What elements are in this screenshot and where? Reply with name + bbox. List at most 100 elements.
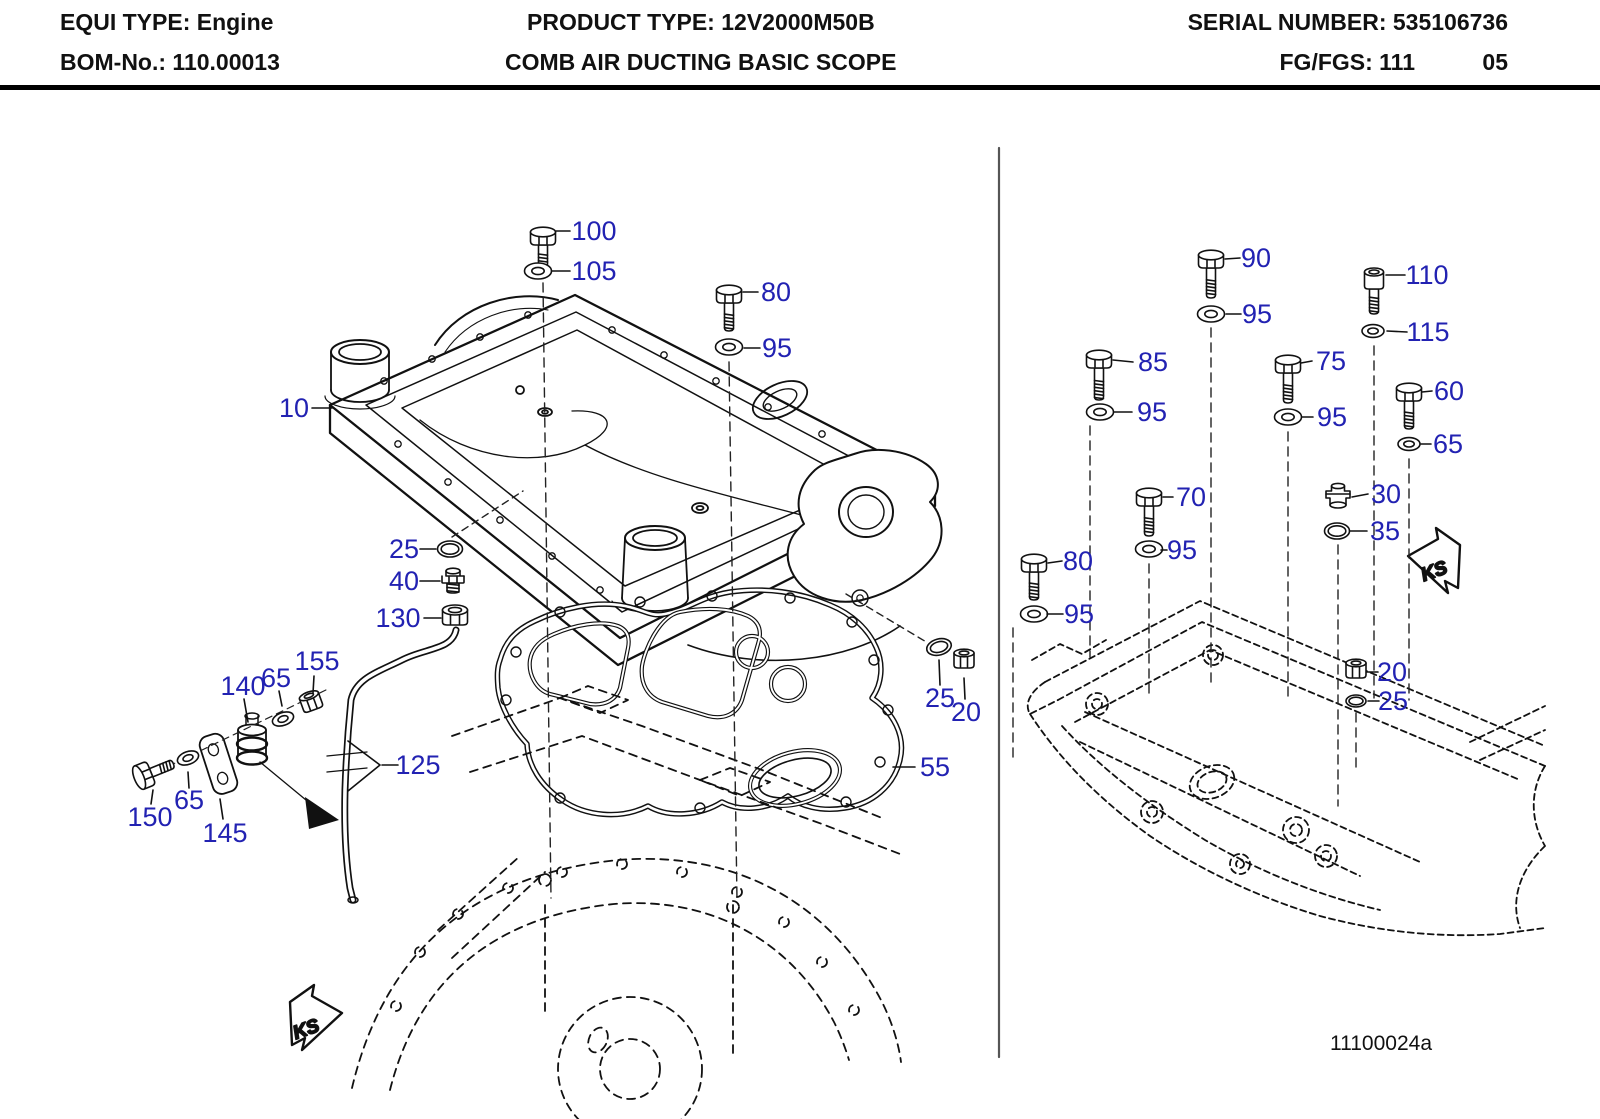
center-lines (135, 282, 1410, 901)
callout-leader-line (278, 690, 283, 707)
callout-label-60: 60 (1434, 376, 1464, 406)
callout-leader-line (1351, 493, 1369, 498)
pipe-break-marks (326, 751, 368, 773)
sheet-number: 05 (1482, 49, 1508, 75)
callout-label-95: 95 (762, 333, 792, 363)
callout-label-80: 80 (1063, 546, 1093, 576)
hexbolt-icon (529, 226, 557, 268)
callout-label-65: 65 (261, 663, 291, 693)
gasket-bolt-holes (500, 590, 894, 814)
washersm-icon (271, 711, 295, 727)
callout-label-95: 95 (1242, 299, 1272, 329)
washer-icon (1273, 408, 1303, 426)
serial-number-label: SERIAL NUMBER: 535106736 (1187, 9, 1508, 35)
gasket (494, 587, 905, 818)
header-divider-rule (0, 85, 1600, 90)
callout-labels: 1001058095102540130155651401256515014555… (127, 216, 1464, 848)
hexbolt-icon (1395, 382, 1423, 430)
hexbolt-icon (1135, 487, 1163, 537)
callout-label-10: 10 (279, 393, 309, 423)
hexbolt-icon (715, 284, 743, 332)
callout-label-20: 20 (1377, 657, 1407, 687)
callout-label-25: 25 (389, 534, 419, 564)
callout-label-25: 25 (1378, 686, 1408, 716)
callout-leader-line (1300, 360, 1313, 364)
callout-leader-line (1047, 560, 1063, 564)
callout-label-85: 85 (1138, 347, 1168, 377)
callout-label-25: 25 (925, 683, 955, 713)
hexbolt-icon (1085, 349, 1113, 401)
drawing-number: 11100024a (1330, 1032, 1432, 1055)
valve-cover-dashed (1026, 600, 1546, 937)
oringsm-icon (1345, 694, 1367, 708)
fit130-icon (441, 604, 469, 626)
callout-leader-line (187, 771, 190, 789)
hexbolt-icon (131, 759, 175, 791)
washer-icon (523, 262, 553, 280)
hexbolt-icon (1274, 354, 1302, 404)
bom-number-label: BOM-No.: 110.00013 (60, 49, 280, 75)
tube-clamp (235, 712, 269, 766)
direction-arrowhead (305, 797, 339, 829)
washer-icon (1019, 605, 1049, 623)
callout-label-105: 105 (571, 256, 616, 286)
callout-label-140: 140 (220, 671, 265, 701)
callout-label-30: 30 (1371, 479, 1401, 509)
oring-icon (436, 540, 464, 558)
callout-label-145: 145 (202, 818, 247, 848)
callout-label-155: 155 (294, 646, 339, 676)
callout-label-115: 115 (1406, 317, 1449, 347)
manifold-under-curve (687, 625, 901, 662)
washer-icon (1085, 403, 1115, 421)
oil-line-tube (326, 626, 460, 904)
page-title: COMB AIR DUCTING BASIC SCOPE (505, 49, 897, 75)
washer-icon (1134, 540, 1164, 558)
callout-label-110: 110 (1405, 260, 1448, 290)
callout-leader-line (938, 659, 941, 686)
bracket-plate (198, 732, 239, 795)
plug-icon (441, 567, 465, 594)
callout-label-90: 90 (1241, 243, 1271, 273)
equi-type-label: EQUI TYPE: Engine (60, 9, 274, 35)
callout-leader-line (219, 798, 224, 820)
washer-icon (1196, 305, 1226, 323)
hexbolt-icon (1197, 249, 1225, 299)
callout-label-65: 65 (1433, 429, 1463, 459)
air-duct-housing (324, 293, 943, 667)
callout-leader-line (963, 677, 966, 700)
callout-label-80: 80 (761, 277, 791, 307)
callout-leader-line (1386, 330, 1408, 333)
engine-block-dashed (351, 685, 902, 1119)
outlet-flange (786, 448, 943, 607)
callout-leader-line (150, 789, 154, 805)
callout-label-40: 40 (389, 566, 419, 596)
washersm-icon (1361, 323, 1385, 339)
pipe-break-chevron (347, 740, 381, 792)
product-type-label: PRODUCT TYPE: 12V2000M50B (527, 9, 875, 35)
callout-label-125: 125 (395, 750, 440, 780)
callout-label-75: 75 (1316, 346, 1346, 376)
callout-label-20: 20 (951, 697, 981, 727)
callout-label-95: 95 (1064, 599, 1094, 629)
hexbolt-icon (1020, 553, 1048, 601)
rim-bolt-holes (380, 311, 876, 594)
oring-icon (925, 637, 953, 657)
callout-label-65: 65 (174, 785, 204, 815)
callout-leader-line (1224, 257, 1241, 260)
sockethead-icon (1363, 267, 1385, 315)
callout-label-55: 55 (920, 752, 950, 782)
callout-label-130: 130 (375, 603, 420, 633)
callout-label-95: 95 (1317, 402, 1347, 432)
clamp-assembly (198, 712, 339, 829)
callout-label-70: 70 (1176, 482, 1206, 512)
callout-label-35: 35 (1370, 516, 1400, 546)
callout-label-95: 95 (1137, 397, 1167, 427)
callout-label-100: 100 (571, 216, 616, 246)
fastener-icons (131, 226, 1423, 791)
inlet-port (324, 339, 396, 410)
top-boss (751, 380, 809, 420)
oring-icon (1323, 522, 1351, 540)
washersm-icon (1397, 436, 1421, 452)
